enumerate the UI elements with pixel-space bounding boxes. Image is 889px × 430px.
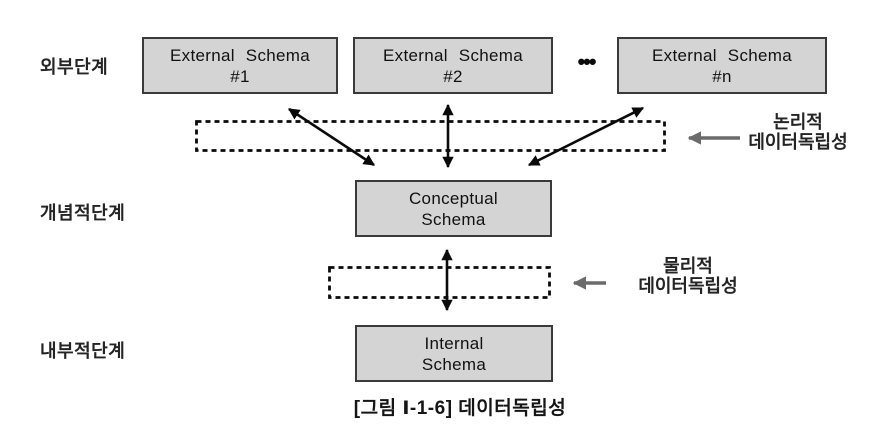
arrow-externaln-conceptual	[527, 106, 645, 167]
logical-independence-dashed-box	[195, 120, 666, 152]
internal-schema-box: Internal Schema	[355, 325, 553, 382]
logical-independence-label-line1: 논리적	[773, 112, 823, 132]
figure-caption: [그림 Ⅰ-1-6] 데이터독립성	[353, 398, 567, 419]
external-schema-2-number: #2	[443, 66, 463, 86]
internal-schema-title-line2: Schema	[421, 354, 487, 374]
level-label-internal: 내부적단계	[40, 341, 126, 361]
external-schema-2-box: External Schema #2	[353, 37, 553, 94]
physical-independence-label: 물리적 데이터독립성	[621, 256, 755, 296]
external-schema-2-title: External Schema	[383, 45, 523, 65]
level-label-conceptual: 개념적단계	[40, 203, 126, 223]
physical-independence-label-line1: 물리적	[663, 256, 713, 276]
logical-independence-label-line2: 데이터독립성	[748, 132, 848, 152]
external-schema-n-box: External Schema #n	[617, 37, 827, 94]
conceptual-schema-title-line1: Conceptual	[408, 188, 498, 208]
external-schema-1-number: #1	[230, 66, 250, 86]
physical-independence-dashed-box	[328, 266, 551, 299]
logical-independence-label: 논리적 데이터독립성	[731, 112, 865, 152]
physical-independence-label-line2: 데이터독립성	[638, 276, 738, 296]
level-label-external: 외부단계	[40, 57, 109, 77]
external-schema-n-title: External Schema	[652, 45, 792, 65]
ellipsis-dots: •••	[577, 49, 596, 74]
arrow-external1-conceptual	[288, 107, 375, 167]
external-schema-1-title: External Schema	[170, 45, 310, 65]
conceptual-schema-title-line2: Schema	[421, 209, 486, 229]
external-schema-1-box: External Schema #1	[142, 37, 338, 94]
internal-schema-title-line1: Internal	[424, 333, 484, 353]
external-schema-n-number: #n	[712, 66, 732, 86]
conceptual-schema-box: Conceptual Schema	[355, 180, 552, 237]
